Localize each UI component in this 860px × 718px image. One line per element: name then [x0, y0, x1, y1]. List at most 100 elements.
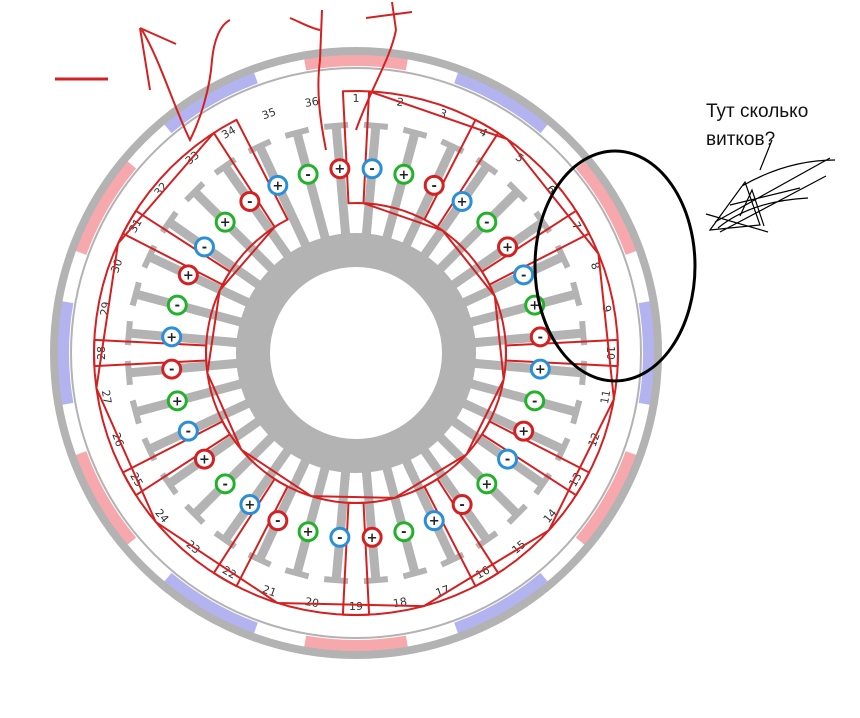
pointer-arrow-scribble: [705, 139, 836, 233]
outer-rim: [50, 47, 662, 659]
conductor-circle: [329, 526, 351, 548]
question-line-1: Тут сколько: [706, 101, 809, 122]
conductor-sign: -: [175, 299, 180, 314]
conductor-sign: -: [521, 268, 526, 283]
inner-rim: [70, 67, 642, 639]
coil-outline: [95, 90, 615, 608]
conductor-marker: -: [177, 420, 199, 442]
stator-tooth: [128, 328, 239, 348]
conductor-marker: -: [267, 510, 289, 532]
slot-number: 30: [108, 257, 125, 275]
conductor-marker: +: [161, 326, 183, 348]
conductor-circle: [297, 521, 319, 543]
conductor-marker: +: [193, 448, 215, 470]
stator-tooth: [147, 252, 251, 308]
conductor-sign: -: [538, 330, 543, 345]
conductor-marker: -: [161, 358, 183, 380]
conductor-sign: -: [505, 453, 510, 468]
tooth-tip: [570, 281, 583, 307]
magnet-red: [303, 52, 409, 71]
stator-tooth: [436, 433, 521, 518]
tooth-tip: [129, 399, 142, 425]
conductor-marker: -: [329, 526, 351, 548]
stator-tooth: [147, 398, 251, 454]
conductor-marker: -: [476, 211, 498, 233]
tooth-tip: [129, 281, 142, 307]
stator-tooth: [331, 470, 351, 581]
slot-number: 29: [98, 301, 113, 317]
conductor-sign: -: [369, 162, 374, 177]
conductor-circle: [161, 326, 183, 348]
stator-core: [124, 121, 588, 585]
slot-number: 8: [588, 260, 603, 271]
conductor-marker: -: [166, 294, 188, 316]
stator-tooth: [292, 465, 330, 575]
conductor-marker: +: [267, 174, 289, 196]
conductor-marker: -: [529, 326, 551, 348]
conductor-sign: +: [457, 195, 468, 210]
conductor-circle: [513, 264, 535, 286]
slot-number: 10: [604, 346, 617, 360]
conductor-sign: -: [532, 394, 537, 409]
conductor-sign: +: [518, 425, 529, 440]
conductor-circle: [193, 236, 215, 258]
magnet-red: [73, 451, 137, 547]
slot-number: 34: [219, 123, 238, 141]
slot-number: 18: [392, 595, 408, 610]
question-annotation: Тут сколько витков?: [706, 98, 856, 154]
conductor-marker: -: [497, 448, 519, 470]
conductor-circle: [297, 163, 319, 185]
conductor-sign: -: [169, 363, 174, 378]
slot-number: 36: [304, 95, 320, 110]
magnet-red: [575, 451, 639, 547]
conductor-markers: +-+-+-+-+-+-+-+-+-+-+-+-+-+-+-+-+-+-: [161, 158, 551, 548]
conductor-circle: [193, 448, 215, 470]
conductor-sign: -: [186, 425, 191, 440]
conductor-marker: +: [329, 158, 351, 180]
conductor-circle: [177, 264, 199, 286]
conductor-marker: -: [423, 174, 445, 196]
y-lead-mark: [289, 9, 327, 151]
tooth-tip: [184, 181, 206, 203]
conductor-circle: [329, 158, 351, 180]
conductor-marker: -: [193, 236, 215, 258]
conductor-circle: [166, 390, 188, 412]
conductor-marker: -: [214, 473, 236, 495]
tooth-tip: [284, 567, 310, 580]
stator-tooth: [191, 433, 276, 518]
stator-tooth: [382, 131, 420, 241]
conductor-marker: +: [451, 190, 473, 212]
conductor-sign: -: [459, 498, 464, 513]
conductor-marker: -: [513, 264, 535, 286]
conductor-circle: [177, 420, 199, 442]
conductor-marker: -: [361, 158, 383, 180]
conductor-sign: +: [166, 330, 177, 345]
conductor-sign: -: [247, 195, 252, 210]
conductor-circle: [239, 190, 261, 212]
tooth-tip: [506, 181, 528, 203]
conductor-circle: [267, 510, 289, 532]
slot-number: 32: [152, 180, 171, 199]
tooth-tip: [506, 503, 528, 525]
magnet-blue: [162, 572, 258, 636]
conductor-circle: [497, 236, 519, 258]
conductor-marker: -: [297, 163, 319, 185]
stator-tooth: [468, 289, 578, 327]
magnet-red: [73, 159, 137, 255]
conductor-sign: +: [244, 498, 255, 513]
magnet-red: [303, 635, 409, 654]
conductor-sign: +: [398, 168, 409, 183]
magnet-blue: [162, 70, 258, 134]
conductor-sign: +: [367, 531, 378, 546]
conductor-circle: [214, 473, 236, 495]
stator-tooth: [450, 416, 546, 488]
conductor-circle: [451, 494, 473, 516]
coil-outline: [121, 118, 289, 286]
conductor-marker: +: [361, 526, 383, 548]
conductor-sign: -: [431, 179, 436, 194]
conductor-marker: +: [177, 264, 199, 286]
conductor-sign: +: [220, 216, 231, 231]
conductor-sign: +: [429, 514, 440, 529]
stator-tooth: [221, 447, 293, 543]
conductor-sign: +: [183, 268, 194, 283]
